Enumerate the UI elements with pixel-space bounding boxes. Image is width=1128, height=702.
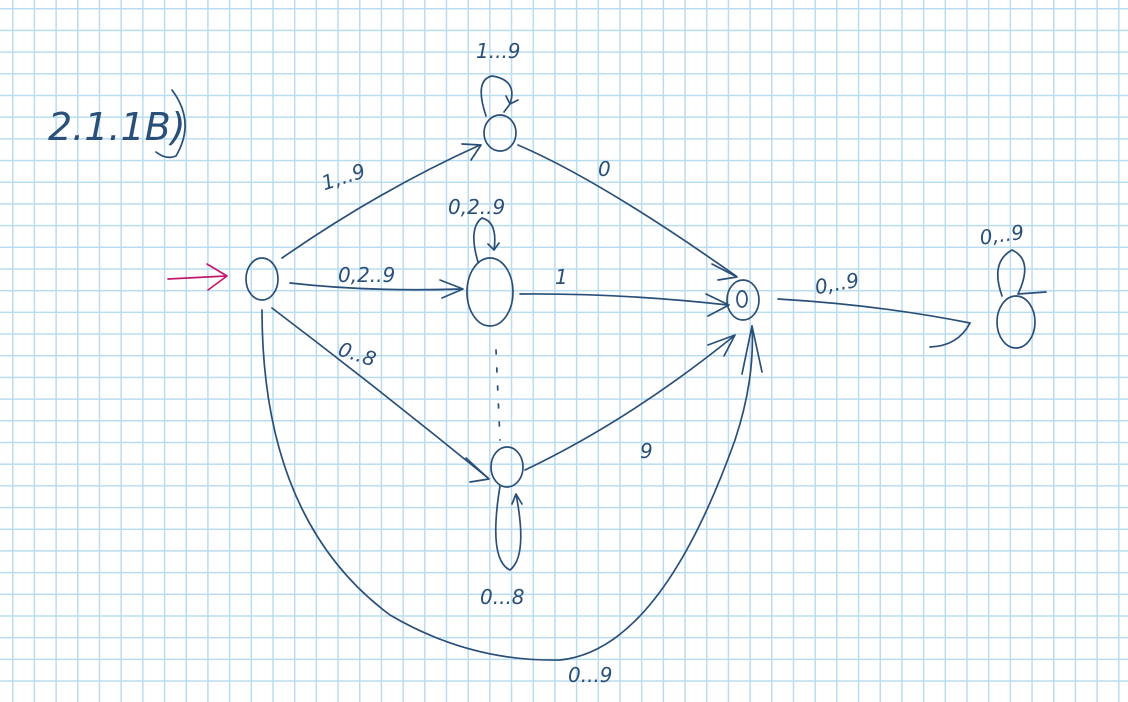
edge-start-to-bottom — [271, 307, 490, 483]
loop-top — [480, 75, 519, 117]
loop-middle — [473, 217, 500, 263]
title-bracket — [155, 89, 186, 159]
loop-trap — [996, 249, 1047, 297]
state-top — [483, 114, 517, 152]
state-bottom — [490, 446, 524, 488]
label-middle-self-loop: 0,2..9 — [448, 195, 505, 219]
label-start-to-top: 1,..9 — [319, 158, 369, 195]
label-start-to-middle: 0,2..9 — [338, 263, 395, 287]
label-top-self-loop: 1...9 — [476, 39, 521, 63]
label-accept-to-trap: 0,..9 — [813, 268, 861, 299]
edge-bottom-to-accept — [524, 334, 736, 471]
label-middle-to-accept: 1 — [555, 265, 568, 289]
state-trap — [996, 295, 1036, 349]
state-accept — [726, 279, 760, 321]
edge-start-to-accept-arc — [261, 309, 763, 661]
edge-accept-to-trap — [777, 298, 971, 348]
label-top-to-accept: 0 — [598, 157, 611, 181]
loop-bottom — [494, 485, 523, 571]
edge-top-to-accept — [517, 144, 738, 281]
label-bottom-self-loop: 0...8 — [480, 585, 525, 609]
edge-start-to-middle — [289, 279, 464, 299]
edge-start-to-top — [281, 143, 482, 259]
label-trap-self-loop: 0,..9 — [978, 220, 1025, 250]
edge-middle-to-accept — [519, 293, 730, 317]
label-start-to-accept-arc: 0...9 — [568, 663, 613, 687]
diagram-title: 2.1.1B) — [48, 105, 186, 149]
state-middle — [466, 257, 514, 327]
state-start — [245, 257, 279, 301]
label-bottom-to-accept: 9 — [640, 439, 653, 463]
state-accept-inner — [736, 290, 748, 308]
dotted-connector — [495, 349, 501, 441]
start-arrow — [167, 263, 228, 291]
label-start-to-bottom: 0..8 — [335, 337, 379, 372]
